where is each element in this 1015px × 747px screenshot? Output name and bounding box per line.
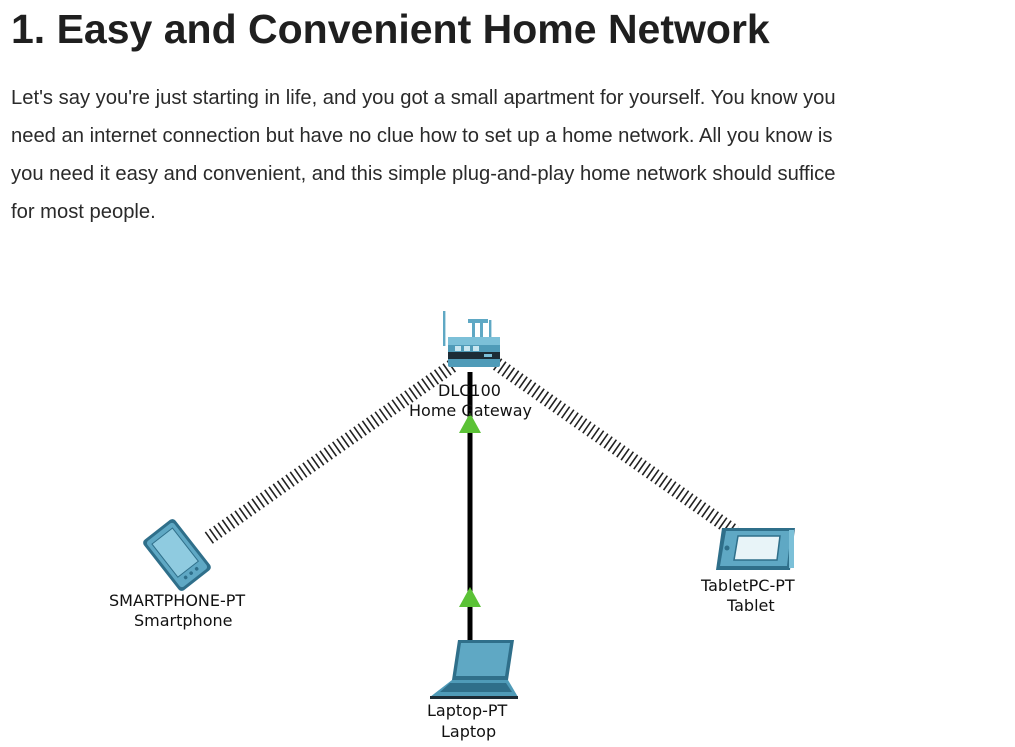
wireless-link-tablet	[492, 358, 740, 538]
home-gateway-icon[interactable]	[443, 311, 500, 367]
gateway-model-label: DLC100	[438, 381, 501, 400]
laptop-name-label: Laptop	[441, 722, 496, 741]
gateway-name-label: Home Gateway	[409, 401, 532, 420]
article-heading: 1. Easy and Convenient Home Network	[11, 6, 770, 52]
paragraph-line: Let's say you're just starting in life, …	[11, 87, 836, 109]
tablet-model-label: TabletPC-PT	[700, 576, 795, 595]
smartphone-name-label: Smartphone	[134, 611, 232, 630]
smartphone-model-label: SMARTPHONE-PT	[109, 591, 245, 610]
paragraph-line: for most people.	[11, 201, 156, 223]
paragraph-line: you need it easy and convenient, and thi…	[11, 163, 836, 185]
smartphone-icon[interactable]	[142, 517, 213, 592]
link-up-indicator-bottom	[459, 587, 481, 607]
tablet-icon[interactable]	[716, 528, 795, 570]
laptop-model-label: Laptop-PT	[427, 701, 508, 720]
laptop-icon[interactable]	[430, 640, 518, 699]
wireless-link-smartphone	[201, 360, 457, 546]
paragraph-line: need an internet connection but have no …	[11, 125, 833, 147]
link-up-indicator-top	[459, 413, 481, 433]
wired-link-laptop	[459, 372, 481, 648]
tablet-name-label: Tablet	[726, 596, 775, 615]
article-paragraph: Let's say you're just starting in life, …	[11, 79, 956, 231]
article: 1. Easy and Convenient Home Network Let'…	[11, 0, 971, 223]
